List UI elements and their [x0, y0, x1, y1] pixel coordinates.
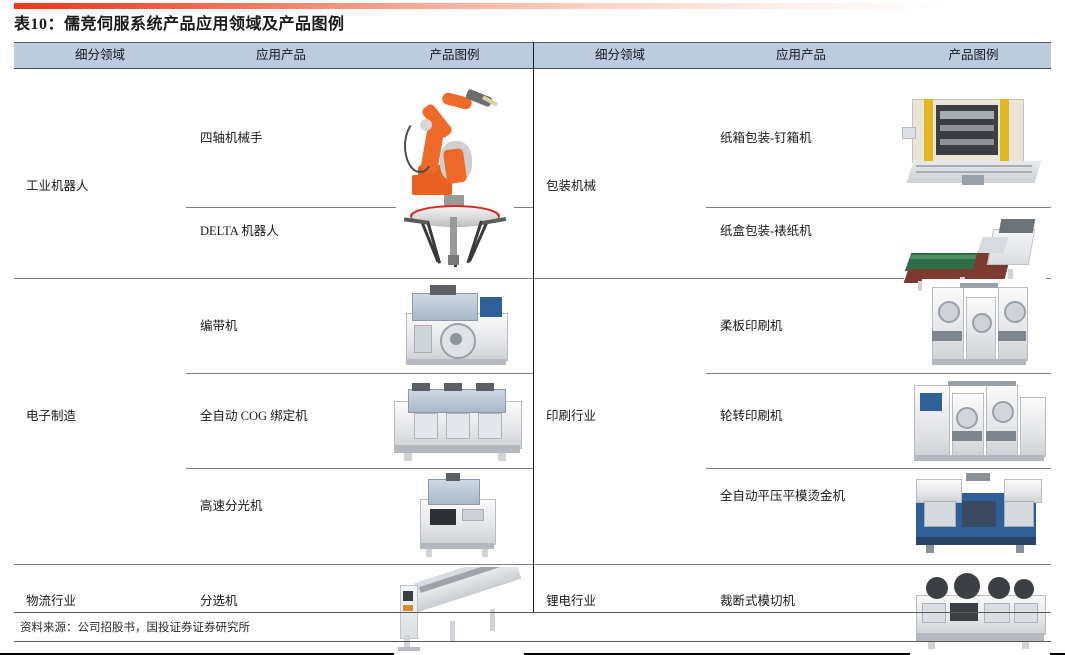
product-table: 细分领域 应用产品 产品图例 细分领域 应用产品 产品图例 工业机器人 四轴机械… [14, 42, 1051, 655]
left-table-half: 工业机器人 四轴机械手 DELTA 机器人 [14, 67, 533, 655]
header-right-product: 应用产品 [775, 48, 826, 62]
product-label: 纸箱包装-钉箱机 [720, 131, 812, 145]
product-label: 四轴机械手 [200, 131, 263, 145]
header-left-product: 应用产品 [255, 48, 306, 62]
row-rule [186, 468, 533, 469]
table-bottom-rule [14, 612, 1051, 613]
row-rule [706, 468, 1051, 469]
domain-label: 工业机器人 [26, 179, 89, 193]
product-image-taping-machine [400, 279, 512, 371]
header-right-image: 产品图例 [948, 48, 999, 62]
table-header-row: 细分领域 应用产品 产品图例 细分领域 应用产品 产品图例 [14, 42, 1051, 69]
domain-label: 包装机械 [546, 179, 597, 193]
product-image-carton-stitching-machine [902, 87, 1046, 197]
product-label: DELTA 机器人 [200, 224, 279, 238]
header-left-domain: 细分领域 [74, 48, 125, 62]
product-label: 全自动平压平模烫金机 [720, 489, 846, 503]
row-rule [706, 207, 1051, 208]
domain-label: 物流行业 [26, 594, 77, 608]
product-image-flexo-printing-machine [922, 279, 1034, 371]
row-rule [14, 278, 533, 279]
product-label: 高速分光机 [200, 499, 263, 513]
accent-rule [14, 3, 1051, 9]
right-table-half: 包装机械 纸箱包装-钉箱机 纸盒包装-裱纸机 [534, 67, 1051, 655]
product-image-orange-articulated-robot-arm [390, 89, 520, 201]
product-label: 纸盒包装-裱纸机 [720, 224, 812, 238]
product-image-delta-parallel-robot [396, 195, 514, 275]
product-image-high-speed-sorter-machine [410, 471, 504, 559]
product-image-rotary-printing-machine [908, 375, 1048, 467]
row-rule [186, 207, 533, 208]
column-divider [533, 42, 534, 612]
product-image-cog-bonding-machine [390, 375, 524, 465]
product-label: 编带机 [200, 319, 238, 333]
row-rule [534, 564, 1051, 565]
domain-label: 印刷行业 [546, 409, 597, 423]
product-label: 柔板印刷机 [720, 319, 783, 333]
domain-label: 电子制造 [26, 409, 77, 423]
product-label: 全自动 COG 绑定机 [200, 409, 308, 423]
header-right-domain: 细分领域 [594, 48, 645, 62]
domain-label: 锂电行业 [546, 594, 597, 608]
row-rule [534, 278, 1051, 279]
row-rule [14, 564, 533, 565]
row-rule [706, 373, 1051, 374]
row-rule [186, 373, 533, 374]
header-left-image: 产品图例 [429, 48, 480, 62]
source-note: 资料来源：公司招股书，国投证券证券研究所 [14, 614, 1051, 642]
product-image-die-cutting-machine [910, 567, 1050, 655]
product-label: 裁断式模切机 [720, 594, 796, 608]
product-image-automatic-foil-stamping-machine [908, 471, 1048, 559]
page-title: 表10：儒竞伺服系统产品应用领域及产品图例 [14, 16, 345, 33]
product-label: 轮转印刷机 [720, 409, 783, 423]
product-label: 分选机 [200, 594, 238, 608]
